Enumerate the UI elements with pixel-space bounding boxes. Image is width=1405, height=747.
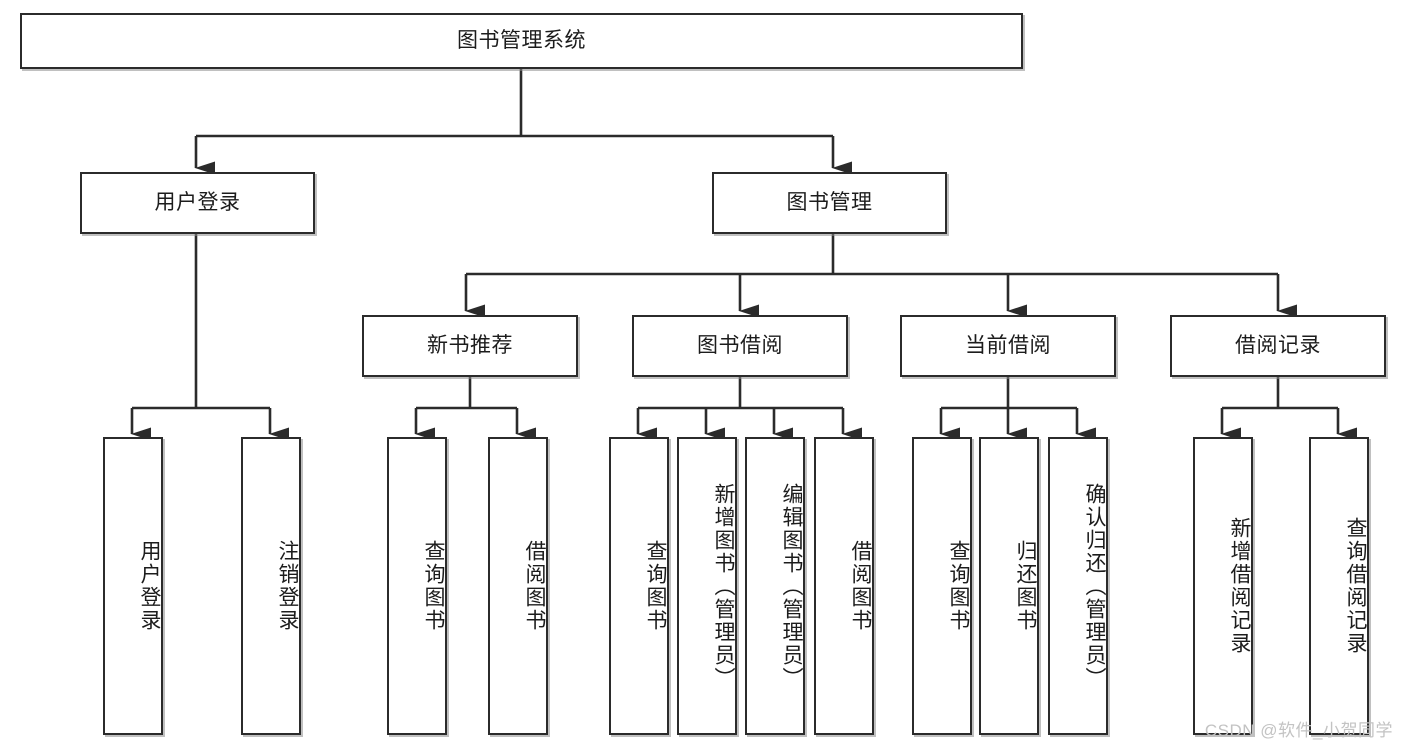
node-label: 图书借阅 [697, 334, 783, 358]
node-label: 借阅图书 [523, 540, 546, 632]
node-label: 借阅记录 [1235, 334, 1321, 358]
node-label: 归还图书 [1014, 540, 1037, 632]
node-label: 查询图书 [422, 540, 445, 632]
leaf-user-login-login[interactable]: 用户登录 [103, 437, 163, 735]
node-label: 注销登录 [276, 540, 299, 632]
node-label: 查询借阅记录 [1344, 517, 1367, 655]
node-label: 用户登录 [154, 191, 241, 215]
node-label: 图书管理系统 [457, 29, 586, 53]
node-label: 编辑图书（管理员） [780, 482, 803, 690]
leaf-borrow-record-add-record[interactable]: 新增借阅记录 [1193, 437, 1253, 735]
node-book-borrow[interactable]: 图书借阅 [632, 315, 848, 377]
leaf-new-book-query-book[interactable]: 查询图书 [387, 437, 447, 735]
node-new-book-recommend[interactable]: 新书推荐 [362, 315, 578, 377]
node-label: 新增借阅记录 [1228, 517, 1251, 655]
leaf-current-borrow-return-book[interactable]: 归还图书 [979, 437, 1039, 735]
node-book-management[interactable]: 图书管理 [712, 172, 947, 234]
leaf-new-book-borrow-book[interactable]: 借阅图书 [488, 437, 548, 735]
leaf-book-borrow-edit-book-admin[interactable]: 编辑图书（管理员） [745, 437, 805, 735]
leaf-current-borrow-query-book[interactable]: 查询图书 [912, 437, 972, 735]
csdn-watermark: CSDN @软件_小贺同学 [1204, 721, 1393, 740]
node-borrow-record[interactable]: 借阅记录 [1170, 315, 1386, 377]
leaf-user-login-logout[interactable]: 注销登录 [241, 437, 301, 735]
node-label: 新书推荐 [427, 334, 513, 358]
leaf-borrow-record-query-record[interactable]: 查询借阅记录 [1309, 437, 1369, 735]
node-label: 查询图书 [947, 540, 970, 632]
leaf-book-borrow-query-book[interactable]: 查询图书 [609, 437, 669, 735]
node-label: 借阅图书 [849, 540, 872, 632]
node-label: 查询图书 [644, 540, 667, 632]
node-label: 确认归还（管理员） [1083, 482, 1106, 690]
node-user-login[interactable]: 用户登录 [80, 172, 315, 234]
leaf-current-borrow-confirm-return-admin[interactable]: 确认归还（管理员） [1048, 437, 1108, 735]
leaf-book-borrow-add-book-admin[interactable]: 新增图书（管理员） [677, 437, 737, 735]
node-label: 图书管理 [786, 191, 873, 215]
node-label: 新增图书（管理员） [712, 482, 735, 690]
leaf-book-borrow-borrow-book[interactable]: 借阅图书 [814, 437, 874, 735]
node-label: 当前借阅 [965, 334, 1051, 358]
node-current-borrow[interactable]: 当前借阅 [900, 315, 1116, 377]
node-root-book-management-system[interactable]: 图书管理系统 [20, 13, 1023, 69]
node-label: 用户登录 [138, 540, 161, 632]
